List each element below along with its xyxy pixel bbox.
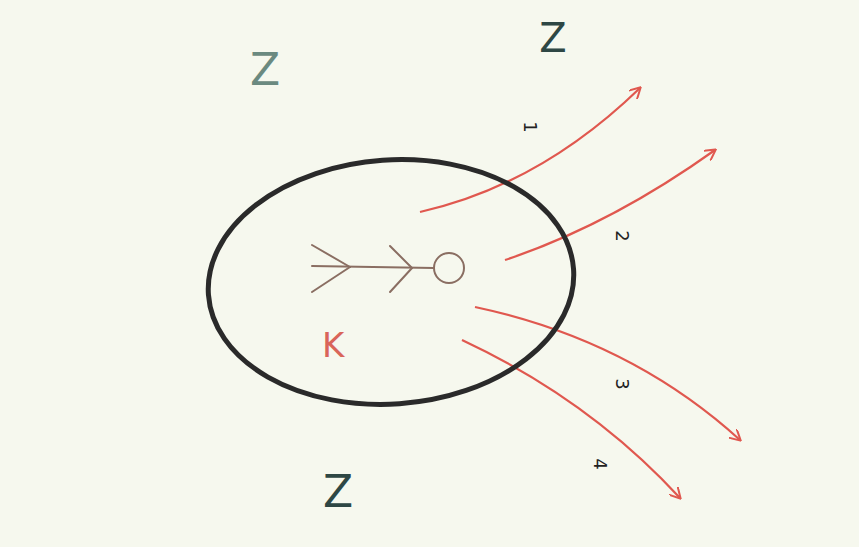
callout-number: 2 xyxy=(612,227,632,244)
z-mark: Z xyxy=(247,47,283,93)
callout-number: 4 xyxy=(590,455,610,472)
z-mark: Z xyxy=(320,469,356,515)
stick-figure xyxy=(312,245,464,292)
z-mark: Z xyxy=(536,17,569,59)
letter-label: K xyxy=(322,328,344,362)
callout-number: 3 xyxy=(612,375,632,392)
body-outline: K xyxy=(204,156,578,408)
oval-outline xyxy=(204,156,578,408)
red-arrows xyxy=(420,88,740,498)
callout-number: 1 xyxy=(520,118,540,135)
